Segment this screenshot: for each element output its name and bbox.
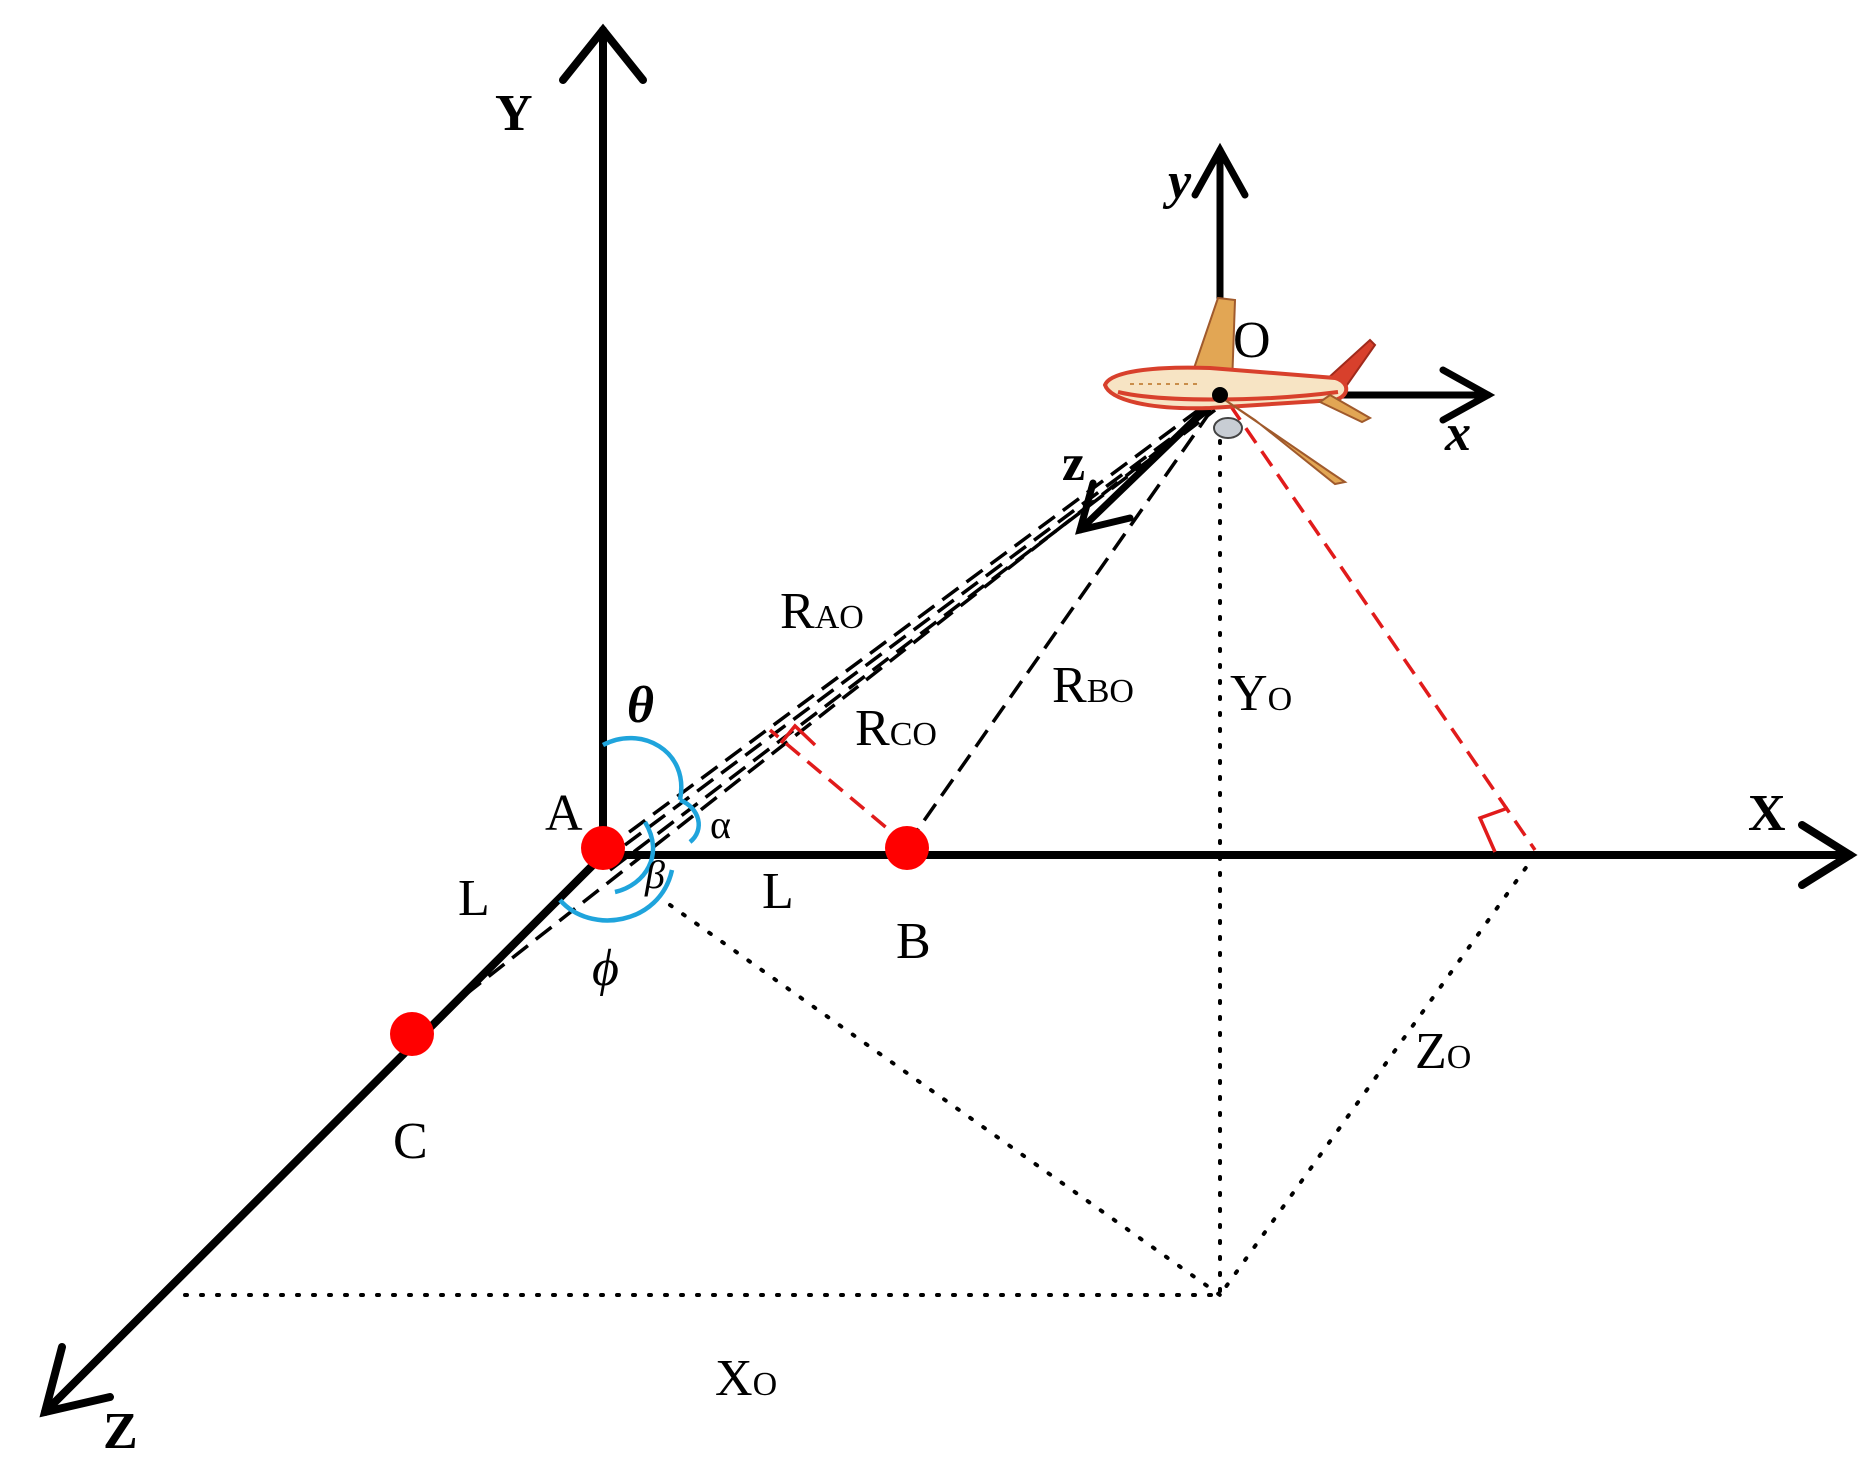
receiver-c [390, 1012, 434, 1056]
x-axis-arrowhead [1798, 821, 1858, 889]
local-axis-label-x: x [1444, 405, 1471, 462]
range-label-rao: RAO [780, 583, 864, 640]
alpha-arc [679, 797, 701, 844]
length-label-ac: L [458, 870, 490, 927]
theta-arc [601, 735, 684, 801]
phi-arc [558, 869, 675, 923]
angle-label-alpha: α [710, 802, 731, 847]
angle-label-beta: β [644, 852, 665, 897]
o-perpendicular [1228, 404, 1537, 851]
rbo-line [905, 403, 1217, 847]
b-right-angle-mark [779, 723, 817, 747]
point-label-c: C [393, 1113, 428, 1170]
beta-arc [614, 820, 656, 895]
length-label-ab: L [762, 863, 794, 920]
axis-label-x: X [1748, 785, 1786, 842]
angle-arcs [558, 735, 701, 923]
local-axes [1075, 142, 1496, 535]
local-y-arrowhead [1191, 142, 1249, 199]
global-axes [39, 23, 1858, 1418]
a-ground-projection [668, 903, 1222, 1297]
projection-lines [183, 423, 1537, 1297]
range-label-rbo: RBO [1052, 657, 1134, 714]
coord-label-xo: XO [715, 1350, 777, 1407]
axis-label-z: Z [103, 1403, 138, 1460]
perpendiculars [768, 404, 1537, 853]
z-axis [41, 851, 607, 1416]
angle-label-theta: θ [627, 677, 654, 734]
axis-label-y: Y [495, 85, 533, 142]
angle-label-phi: ϕ [592, 940, 619, 997]
point-label-b: B [896, 913, 931, 970]
local-z-axis [1076, 391, 1224, 534]
rao-line-3 [623, 396, 1227, 847]
z-axis-arrowhead [39, 1343, 114, 1418]
local-axis-label-y: y [1162, 153, 1192, 210]
receiver-b [885, 826, 929, 870]
y-axis-arrowhead [559, 23, 647, 84]
o-right-angle-mark [1477, 806, 1509, 853]
rao-line-1 [603, 398, 1214, 852]
origin-o-dot [1212, 387, 1228, 403]
range-label-rco: RCO [855, 700, 937, 757]
rao-line-2 [608, 408, 1217, 872]
coord-label-zo: ZO [1415, 1023, 1471, 1080]
local-x-arrowhead [1439, 366, 1496, 424]
b-perpendicular [768, 728, 909, 847]
coord-label-yo: YO [1230, 665, 1292, 722]
zo-projection [1218, 853, 1537, 1297]
receiver-a [581, 826, 625, 870]
local-z-arrowhead [1075, 479, 1134, 535]
point-label-a: A [545, 785, 583, 842]
local-axis-label-z: z [1062, 435, 1085, 492]
point-label-o: O [1233, 312, 1271, 369]
